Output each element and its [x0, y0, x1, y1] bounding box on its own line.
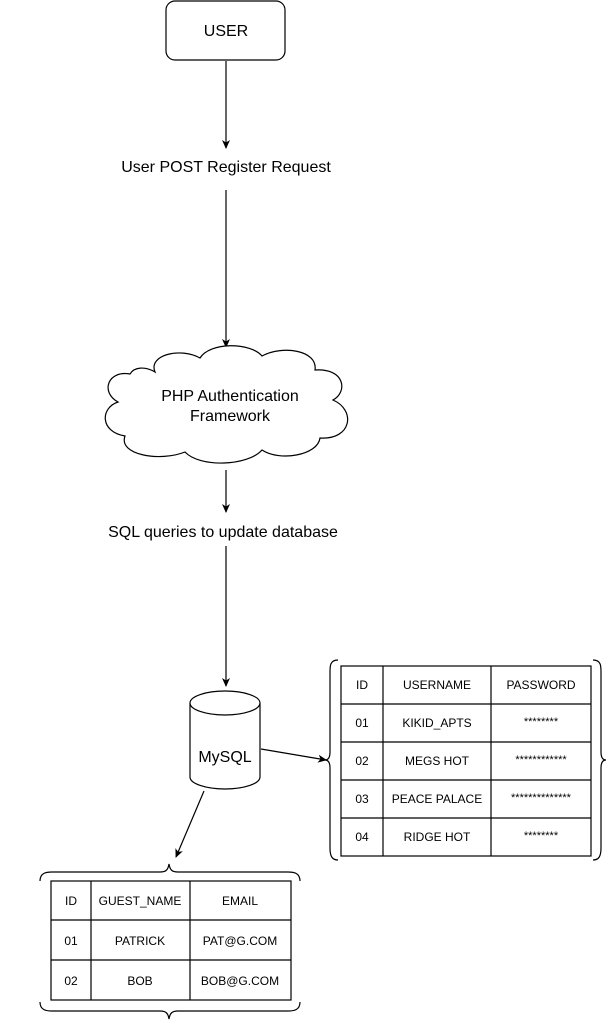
- arrow-mysql-to-users: [260, 748, 327, 763]
- users-cell-password: ********: [524, 830, 559, 842]
- sql-label: SQL queries to update database: [108, 524, 338, 541]
- users-table-right-brace: [592, 659, 607, 861]
- users-table: ID USERNAME PASSWORD 01 KIKID_APTS *****…: [340, 665, 592, 857]
- users-header-password: PASSWORD: [506, 678, 575, 692]
- request-label: User POST Register Request: [121, 159, 331, 176]
- users-cell-password: ************: [515, 754, 567, 766]
- guests-cell-id: 01: [64, 934, 78, 948]
- users-cell-password: ********: [524, 716, 559, 728]
- guests-table-bottom-brace: [39, 1001, 301, 1020]
- mysql-label: MySQL: [198, 749, 251, 766]
- user-node: USER: [165, 0, 286, 61]
- users-cell-password: **************: [511, 792, 572, 804]
- framework-label-line2: Framework: [190, 408, 271, 425]
- guests-cell-email: BOB@G.COM: [201, 974, 279, 988]
- users-cell-username: PEACE PALACE: [392, 792, 482, 806]
- php-framework-cloud: PHP Authentication Framework: [104, 345, 349, 464]
- users-cell-id: 01: [355, 716, 369, 730]
- mysql-database: MySQL: [189, 690, 261, 790]
- users-cell-id: 03: [355, 792, 369, 806]
- guests-table: ID GUEST_NAME EMAIL 01 PATRICK PAT@G.COM…: [50, 880, 292, 1001]
- users-cell-username: MEGS HOT: [405, 754, 470, 768]
- guests-cell-id: 02: [64, 974, 78, 988]
- users-cell-id: 04: [355, 830, 369, 844]
- guests-header-guest-name: GUEST_NAME: [99, 894, 182, 908]
- users-table-left-brace: [324, 659, 339, 861]
- arrow-mysql-to-guests: [175, 790, 205, 858]
- guests-header-id: ID: [65, 894, 77, 908]
- user-label: USER: [204, 23, 248, 40]
- guests-cell-guest-name: BOB: [127, 974, 152, 988]
- users-header-id: ID: [356, 678, 368, 692]
- framework-label-line1: PHP Authentication: [161, 388, 299, 405]
- guests-cell-guest-name: PATRICK: [115, 934, 165, 948]
- guests-table-top-brace: [39, 863, 301, 882]
- users-cell-id: 02: [355, 754, 369, 768]
- users-cell-username: KIKID_APTS: [402, 716, 471, 730]
- guests-header-email: EMAIL: [222, 894, 258, 908]
- users-header-username: USERNAME: [403, 678, 471, 692]
- guests-cell-email: PAT@G.COM: [203, 934, 277, 948]
- users-cell-username: RIDGE HOT: [404, 830, 471, 844]
